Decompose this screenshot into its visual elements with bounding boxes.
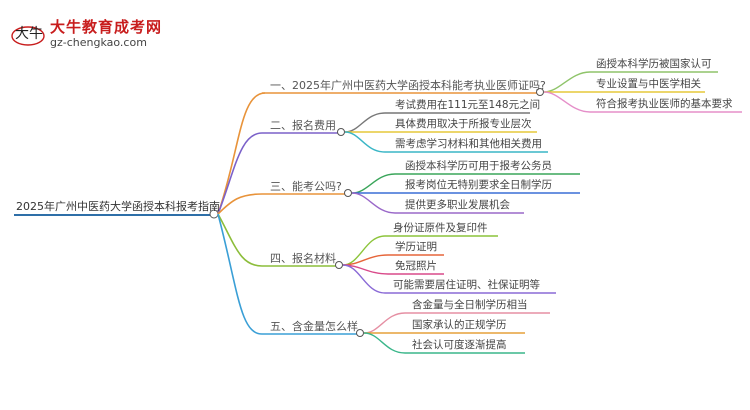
logo-mark-text: 大牛: [15, 26, 43, 42]
leaf-2-2-label[interactable]: 具体费用取决于所报专业层次: [395, 118, 532, 130]
branch-2-node: [337, 128, 345, 136]
leaf-5-3-label[interactable]: 社会认可度逐渐提高: [412, 339, 507, 351]
root-label[interactable]: 2025年广州中医药大学函授本科报考指南: [16, 200, 220, 213]
leaf-1-3-connector: [543, 91, 591, 113]
branch-3-label[interactable]: 三、能考公吗?: [270, 180, 342, 193]
leaf-3-1-label[interactable]: 函授本科学历可用于报考公务员: [405, 160, 552, 172]
leaf-1-1-label[interactable]: 函授本科学历被国家认可: [596, 58, 712, 70]
leaf-4-4-connector: [342, 264, 386, 294]
leaf-5-3-connector: [363, 332, 406, 354]
branch-2-label[interactable]: 二、报名费用: [270, 119, 336, 132]
leaf-5-1-connector: [363, 312, 406, 334]
logo-mark-icon: 大牛: [11, 26, 45, 46]
branch-5-connector: [217, 213, 263, 335]
leaf-2-1-label[interactable]: 考试费用在111元至148元之间: [395, 99, 541, 111]
leaf-2-1-connector: [344, 112, 386, 133]
leaf-3-3-connector: [351, 192, 396, 214]
branch-4-connector: [217, 213, 263, 267]
leaf-3-3-label[interactable]: 提供更多职业发展机会: [405, 199, 510, 211]
leaf-1-2-label[interactable]: 专业设置与中医学相关: [596, 78, 701, 90]
leaf-1-1-connector: [543, 71, 591, 93]
branch-4-label[interactable]: 四、报名材料: [270, 252, 336, 265]
leaf-3-2-label[interactable]: 报考岗位无特别要求全日制学历: [405, 179, 552, 191]
leaf-2-3-connector: [344, 131, 386, 153]
branch-4-node: [335, 261, 343, 269]
branch-1-node: [536, 88, 544, 96]
leaf-4-4-label[interactable]: 可能需要居住证明、社保证明等: [393, 279, 540, 291]
leaf-3-1-connector: [351, 173, 396, 194]
branch-5-node: [356, 329, 364, 337]
leaf-4-2-label[interactable]: 学历证明: [395, 241, 437, 253]
branch-1-label[interactable]: 一、2025年广州中医药大学函授本科能考执业医师证吗?: [270, 79, 546, 92]
logo-title: 大牛教育成考网: [50, 18, 163, 36]
branch-5-label[interactable]: 五、含金量怎么样: [270, 320, 358, 333]
leaf-2-3-label[interactable]: 需考虑学习材料和其他相关费用: [395, 138, 542, 150]
branch-1-connector: [217, 92, 266, 215]
site-logo[interactable]: 大牛 大牛教育成考网 gz-chengkao.com: [10, 14, 180, 54]
logo-url: gz-chengkao.com: [50, 36, 147, 49]
leaf-4-1-label[interactable]: 身份证原件及复印件: [393, 222, 488, 234]
branch-3-node: [344, 189, 352, 197]
leaf-5-2-label[interactable]: 国家承认的正规学历: [412, 319, 507, 331]
branch-3-connector: [217, 193, 263, 215]
leaf-1-3-label[interactable]: 符合报考执业医师的基本要求: [596, 98, 733, 110]
leaf-5-1-label[interactable]: 含金量与全日制学历相当: [412, 299, 528, 311]
branch-2-connector: [217, 132, 263, 215]
leaf-4-3-label[interactable]: 免冠照片: [395, 260, 437, 272]
